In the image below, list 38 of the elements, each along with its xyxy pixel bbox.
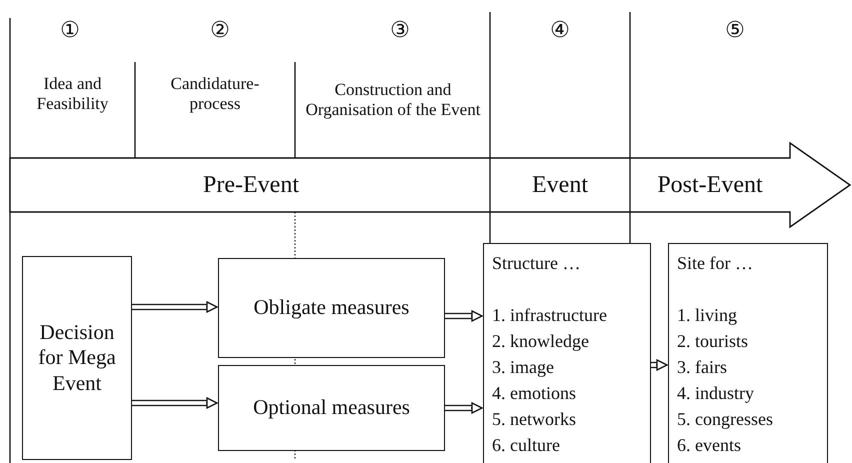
double-arrow xyxy=(650,359,668,371)
list-item: 3. image xyxy=(492,356,555,379)
list-item: 3. fairs xyxy=(677,356,728,379)
phase-label: Event xyxy=(532,170,588,200)
list-box xyxy=(483,243,651,463)
stage-label: Construction and Organisation of the Event xyxy=(304,80,482,120)
step-number: ② xyxy=(209,18,231,44)
list-item: 6. culture xyxy=(492,434,561,457)
box-label: Optional measures xyxy=(253,395,410,421)
decision-box xyxy=(22,256,132,460)
double-arrow xyxy=(131,397,218,409)
list-heading: Site for … xyxy=(677,252,754,275)
list-item: 2. knowledge xyxy=(492,330,590,353)
list-item: 5. congresses xyxy=(677,408,774,431)
stage-label: Candidature-process xyxy=(170,74,260,114)
double-arrow xyxy=(444,402,483,414)
step-number: ① xyxy=(59,18,81,44)
step-number: ④ xyxy=(549,18,571,44)
list-heading: Structure … xyxy=(492,252,582,275)
list-item: 2. tourists xyxy=(677,330,750,353)
stage-label: Idea and Feasibility xyxy=(36,74,110,114)
phase-label: Pre-Event xyxy=(203,170,299,200)
step-number: ③ xyxy=(389,18,411,44)
double-arrow xyxy=(444,310,483,322)
list-item: 1. infrastructure xyxy=(492,304,608,327)
list-item: 5. networks xyxy=(492,408,577,431)
list-item: 6. events xyxy=(677,434,742,457)
box-label: Decision for Mega Event xyxy=(37,320,117,396)
double-arrow xyxy=(131,301,218,313)
list-box xyxy=(668,243,828,463)
phase-label: Post-Event xyxy=(657,170,763,200)
box-label: Obligate measures xyxy=(254,295,410,321)
process-box xyxy=(218,365,445,451)
list-item: 4. industry xyxy=(677,382,756,405)
list-item: 4. emotions xyxy=(492,382,577,405)
list-item: 1. living xyxy=(677,304,738,327)
process-box xyxy=(218,258,445,358)
step-number: ⑤ xyxy=(724,18,746,44)
